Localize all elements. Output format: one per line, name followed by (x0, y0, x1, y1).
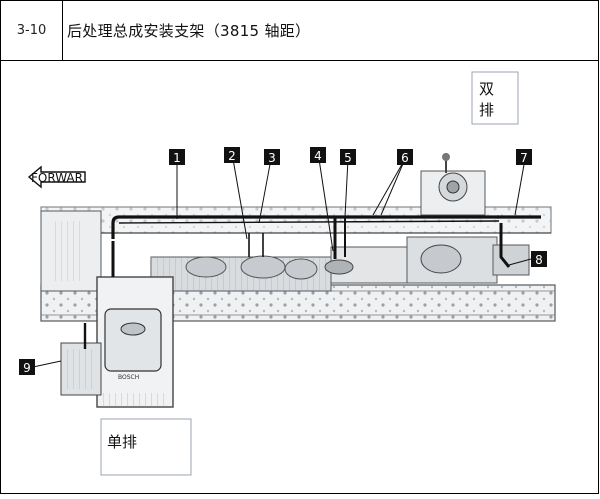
callout-7: 7 (516, 149, 532, 165)
callout-1: 1 (169, 149, 185, 165)
svg-text:4: 4 (314, 149, 322, 163)
leader-7 (514, 158, 526, 216)
leader-6a (372, 158, 406, 216)
svg-text:2: 2 (228, 149, 236, 163)
section-code: 3-10 (1, 1, 63, 60)
callout-2: 2 (224, 147, 240, 163)
pipe-rear-drop (499, 223, 511, 268)
svg-text:8: 8 (535, 253, 543, 267)
single-row-box (100, 418, 192, 476)
callout-8: 8 (531, 251, 547, 267)
forward-label: FORWAR (31, 171, 83, 185)
callout-5: 5 (340, 149, 356, 165)
leader-8 (508, 258, 532, 266)
svg-text:6: 6 (401, 151, 409, 165)
leader-5 (344, 158, 349, 218)
callout-4: 4 (310, 147, 326, 163)
callout-9: 9 (19, 359, 35, 375)
callout-6: 6 (397, 149, 413, 165)
svg-text:7: 7 (520, 151, 528, 165)
leader-6b (380, 158, 406, 216)
section-title: 后处理总成安装支架（3815 轴距） (67, 22, 311, 40)
forward-arrow-icon (27, 165, 86, 189)
leader-4 (318, 158, 334, 252)
svg-text:5: 5 (344, 151, 352, 165)
brand-label: BOSCH (118, 374, 139, 381)
callout-3: 3 (264, 149, 280, 165)
pipe-main (111, 215, 499, 239)
chassis-diagram: 双 排 (19, 71, 556, 476)
leader-9 (32, 360, 62, 368)
assembly-drawing: 双 排 (1, 61, 599, 495)
svg-text:9: 9 (23, 361, 31, 375)
single-row-label: 单排 (107, 433, 137, 451)
double-row-label-1: 双 (479, 80, 494, 98)
leader-3 (258, 158, 272, 224)
svg-text:1: 1 (173, 151, 181, 165)
svg-text:3: 3 (268, 151, 276, 165)
double-row-box (471, 71, 519, 125)
header-row: 3-10 后处理总成安装支架（3815 轴距） (1, 1, 599, 61)
leader-2 (232, 158, 248, 240)
double-row-label-2: 排 (479, 101, 494, 119)
